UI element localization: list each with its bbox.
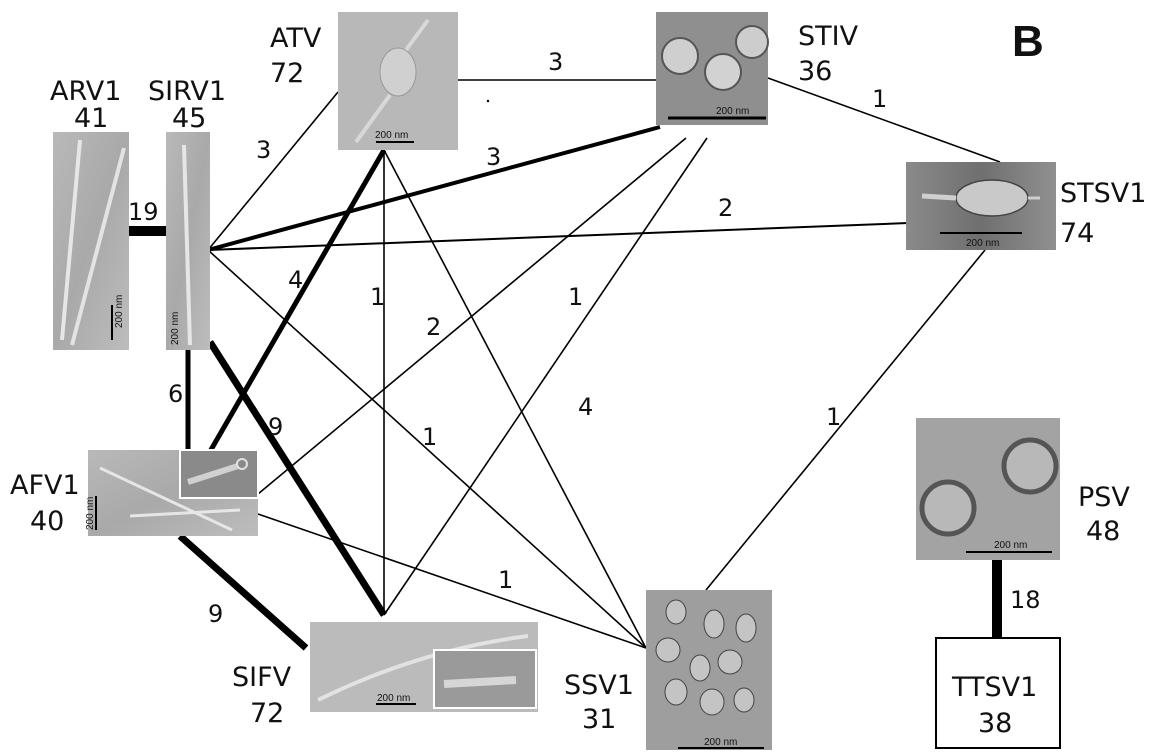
ssv1-count: 31: [582, 704, 616, 735]
sirv1-scale-label: 200 nm: [170, 312, 181, 345]
stsv1-micrograph: 200 nm: [906, 162, 1056, 250]
ttsv1-name: TTSV1: [951, 672, 1037, 703]
sirv1-count: 45: [172, 103, 206, 134]
afv1-micrograph: 200 nm: [85, 449, 259, 536]
sifv-scale-label: 200 nm: [377, 693, 410, 704]
stiv-micrograph: 200 nm: [656, 12, 769, 125]
edge-labels: 19 3 3 2 6 9 1 3 4 1 4 1 2 1 1 9 1 18: [128, 48, 1041, 628]
edges: [128, 77, 1002, 651]
edge-label-sirv1-afv1: 6: [168, 380, 183, 408]
edge-label-stiv-stsv1: 1: [872, 85, 887, 113]
edge-label-sirv1-stsv1: 2: [718, 194, 733, 222]
ssv1-scale-label: 200 nm: [704, 737, 737, 748]
sifv-name: SIFV: [232, 662, 292, 693]
edge-label-atv-stiv: 3: [548, 48, 563, 76]
edge-sirv1-stiv: [207, 125, 661, 252]
atv-micrograph: 200 nm: [338, 12, 458, 150]
edge-label-stiv-afv1: 2: [426, 313, 441, 341]
edge-label-afv1-ssv1: 1: [498, 566, 513, 594]
stiv-count: 36: [798, 56, 832, 87]
edge-label-stiv-sifv: 1: [568, 283, 583, 311]
afv1-scale-label: 200 nm: [85, 497, 96, 530]
stiv-scale-label: 200 nm: [716, 106, 749, 117]
edge-sirv1-stsv1: [207, 222, 909, 251]
afv1-name: AFV1: [10, 470, 80, 501]
sirv1-name: SIRV1: [148, 76, 226, 107]
virus-labels: ARV1 41 SIRV1 45 ATV 72 STIV 36 STSV1 74…: [10, 21, 1146, 739]
edge-label-atv-sifv: 1: [370, 283, 385, 311]
psv-name: PSV: [1078, 482, 1130, 513]
arv1-scale-label: 200 nm: [114, 295, 125, 328]
edge-label-sirv1-ssv1: 1: [422, 423, 437, 451]
edge-label-atv-ssv1: 4: [578, 393, 593, 421]
sirv1-micrograph: 200 nm: [166, 132, 210, 350]
stray-dot: [486, 99, 490, 103]
edge-stsv1-ssv1: [705, 249, 986, 591]
edge-sirv1-sifv: [207, 340, 387, 617]
edge-label-atv-afv1: 4: [288, 266, 303, 294]
edge-label-arv1-sirv1: 19: [128, 198, 159, 226]
ssv1-name: SSV1: [564, 670, 634, 701]
edge-sirv1-ssv1: [207, 249, 647, 649]
arv1-count: 41: [74, 103, 108, 134]
arv1-micrograph: 200 nm: [53, 132, 129, 350]
edge-afv1-ssv1: [257, 513, 647, 649]
stsv1-count: 74: [1060, 218, 1094, 249]
edge-sirv1-atv: [207, 91, 339, 251]
edge-stiv-afv1: [257, 137, 687, 495]
edge-label-psv-ttsv1: 18: [1010, 586, 1041, 614]
atv-scale-label: 200 nm: [375, 130, 408, 141]
edge-label-afv1-sifv: 9: [208, 600, 223, 628]
atv-count: 72: [270, 58, 304, 89]
edge-stiv-stsv1: [767, 77, 1001, 163]
edge-label-sirv1-atv: 3: [256, 136, 271, 164]
edge-afv1-sifv: [177, 533, 309, 651]
sifv-count: 72: [250, 698, 284, 729]
edge-label-stsv1-ssv1: 1: [826, 403, 841, 431]
sifv-micrograph: 200 nm: [310, 622, 538, 712]
psv-micrograph: 200 nm: [916, 418, 1060, 560]
edge-label-sirv1-stiv: 3: [486, 143, 501, 171]
ttsv1-count: 38: [978, 708, 1012, 739]
stsv1-scale-label: 200 nm: [966, 238, 999, 249]
afv1-count: 40: [30, 506, 64, 537]
psv-scale-label: 200 nm: [994, 540, 1027, 551]
edge-stiv-sifv: [383, 137, 708, 616]
stsv1-name: STSV1: [1060, 178, 1146, 209]
stiv-name: STIV: [798, 21, 859, 52]
edge-label-sirv1-sifv: 9: [268, 413, 283, 441]
edge-atv-afv1: [205, 148, 387, 457]
arv1-name: ARV1: [50, 76, 121, 107]
ttsv1-box: [935, 637, 1061, 749]
ssv1-micrograph: 200 nm: [646, 590, 772, 750]
edge-atv-ssv1: [383, 149, 647, 649]
panel-label: B: [1012, 17, 1044, 66]
atv-name: ATV: [270, 23, 322, 54]
psv-count: 48: [1086, 516, 1120, 547]
